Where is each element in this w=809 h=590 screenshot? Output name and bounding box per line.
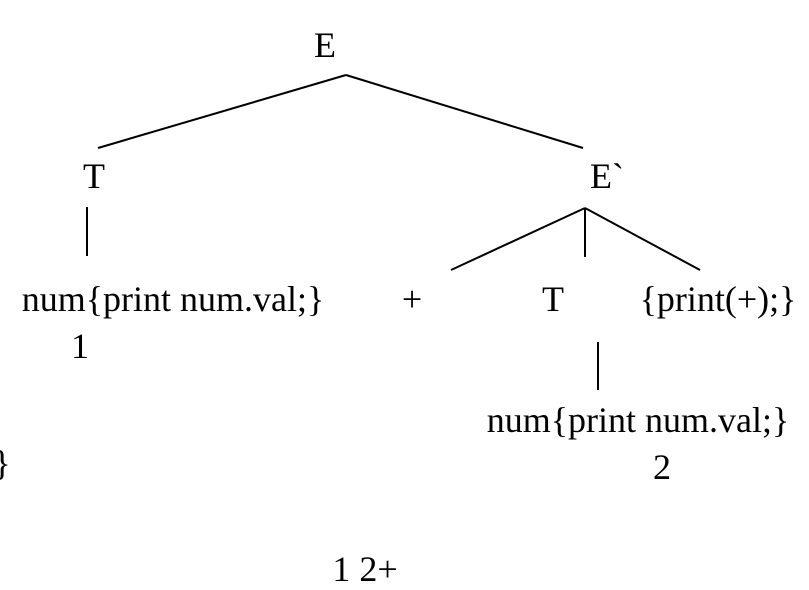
output-string: 1 2+ (332, 549, 398, 589)
edge-Eprime-action (584, 207, 701, 271)
node-T-left: T (83, 156, 105, 196)
leaf-num-right: num{print num.val;} (486, 400, 790, 440)
leaf-value-1: 1 (71, 326, 89, 366)
edge-E-T (97, 74, 347, 149)
partial-brace: } (0, 445, 11, 481)
node-E-prime: E` (590, 156, 624, 196)
edge-E-Eprime (345, 74, 584, 149)
action-print-plus: {print(+);} (639, 279, 797, 319)
leaf-value-2: 2 (653, 447, 671, 487)
node-E: E (314, 25, 336, 65)
node-plus: + (401, 279, 423, 319)
edge-Eprime-plus (450, 207, 586, 271)
node-T-right: T (542, 279, 564, 319)
leaf-num-left: num{print num.val;} (21, 279, 325, 319)
